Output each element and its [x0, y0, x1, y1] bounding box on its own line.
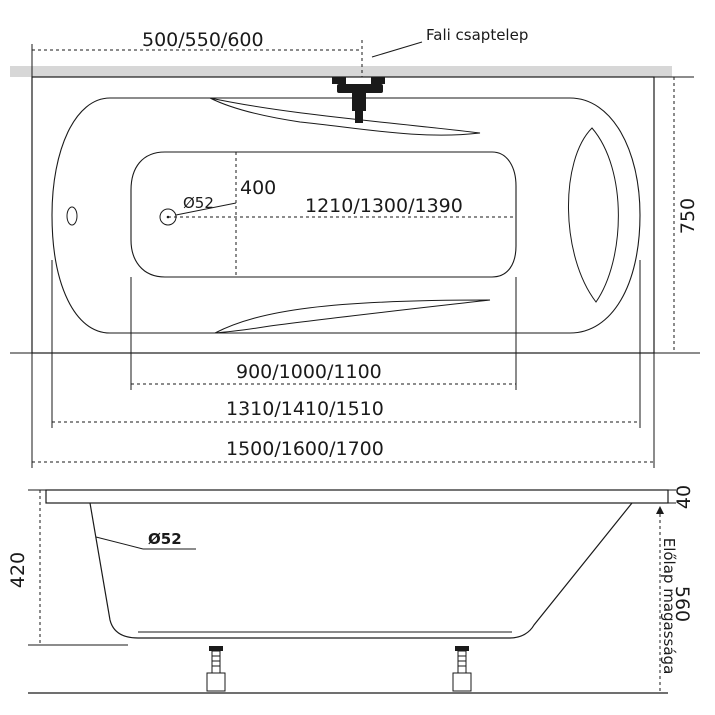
floor-height-label: 420: [7, 552, 29, 588]
overflow-leader: [95, 536, 144, 550]
tub-bottom: [130, 151, 517, 278]
overflow-diameter-label: Ø52: [148, 530, 182, 548]
front-panel-height-label: 560: [671, 586, 693, 622]
total-length-label: 1500/1600/1700: [226, 438, 384, 460]
faucet-offset-label: 500/550/600: [142, 29, 264, 51]
rim-thickness-arrow: [656, 506, 664, 514]
side-view: Ø52 420 40 Elő: [7, 485, 695, 694]
headrest-curve: [568, 127, 619, 303]
front-panel-label: Előlap magassága: [660, 538, 678, 675]
inner-rim-length-label: 1310/1410/1510: [226, 398, 384, 420]
tub-body: [89, 502, 633, 639]
overflow-hole: [66, 206, 78, 226]
inner-width-label: 900/1000/1100: [236, 361, 382, 383]
drain-diameter-label: Ø52: [183, 194, 214, 212]
inner-bottom-length-label: 1210/1300/1390: [305, 195, 463, 217]
top-armrest: [209, 97, 481, 136]
faucet-label: Fali csaptelep: [426, 26, 528, 44]
drain-offset-label: 400: [240, 177, 276, 199]
faucet-leader: [371, 41, 423, 58]
tub-basin: [51, 97, 641, 334]
bottom-armrest: [214, 299, 491, 334]
plan-view: Fali csaptelep 500/550/600 Ø52 400 1210/…: [10, 26, 700, 468]
tub-rim: [45, 489, 669, 504]
right-leg-icon: [452, 646, 472, 692]
wall-strip: [10, 66, 672, 77]
left-leg-icon: [206, 646, 226, 692]
drain-leader: [175, 202, 237, 216]
total-width-label: 750: [677, 198, 699, 234]
wall-faucet-icon: [332, 77, 385, 123]
rim-thickness-label: 40: [673, 485, 695, 509]
